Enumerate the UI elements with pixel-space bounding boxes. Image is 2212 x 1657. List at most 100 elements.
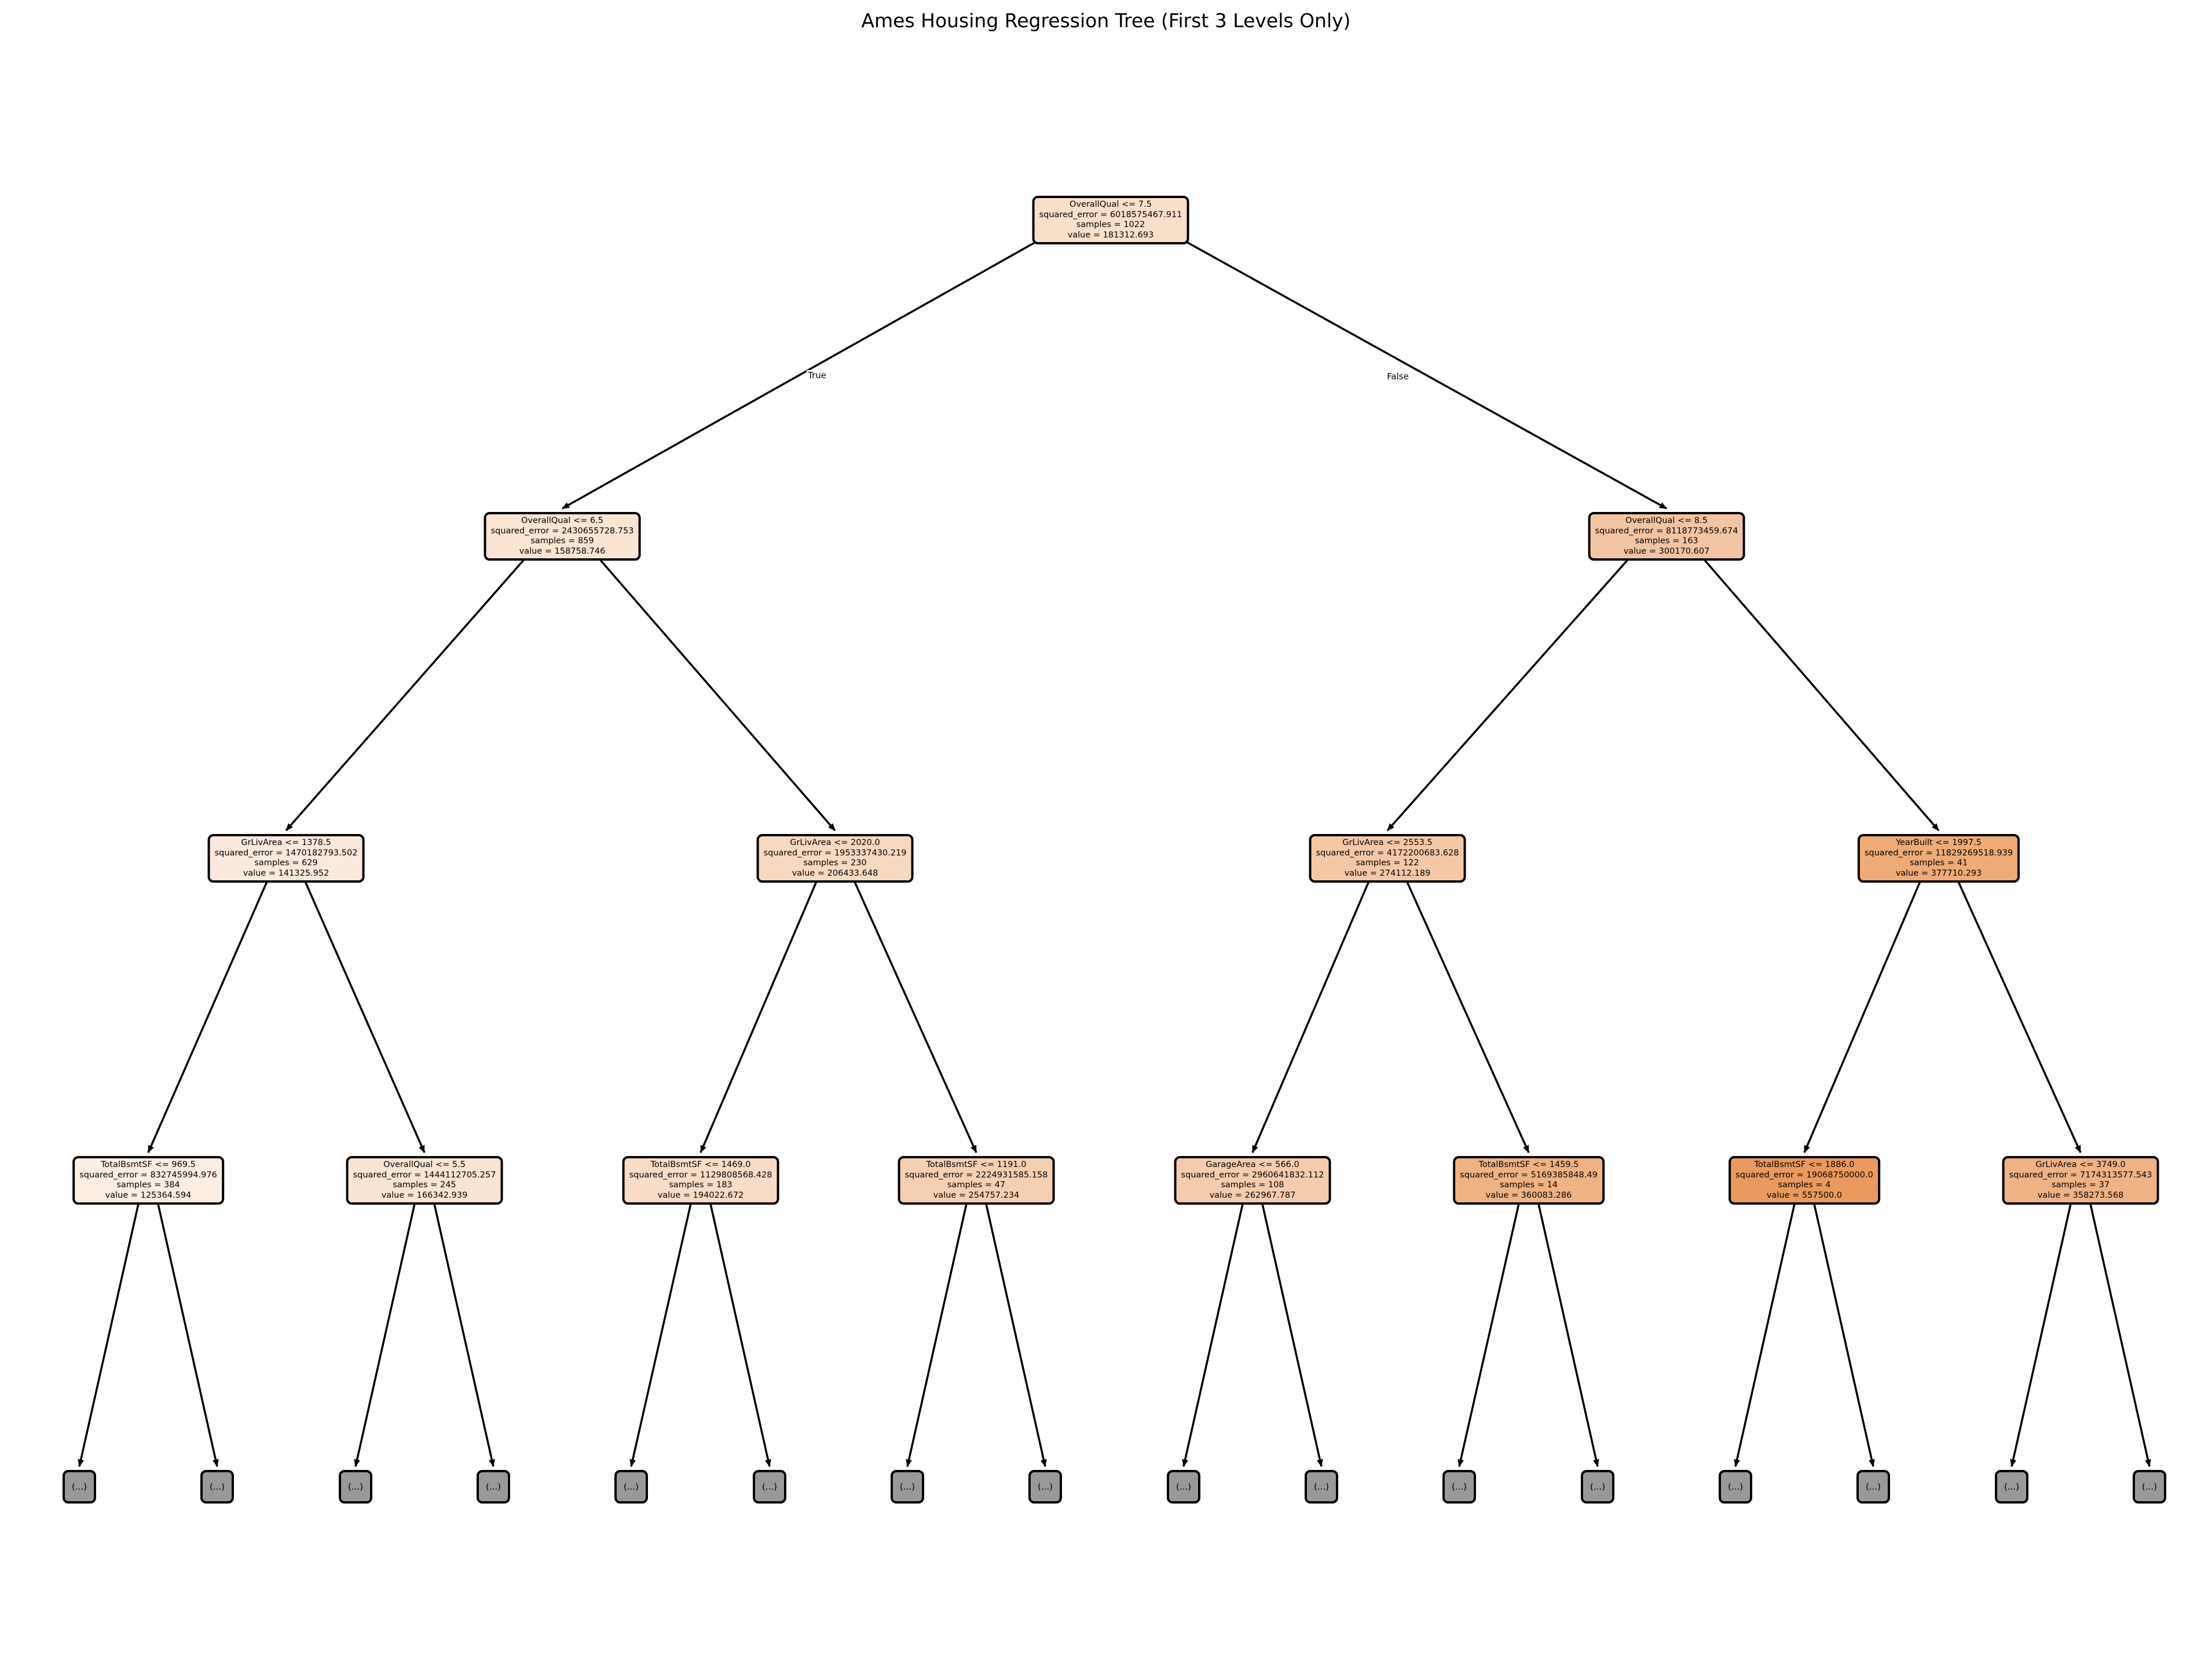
tree-node-line: GrLivArea <= 3749.0 — [2035, 1160, 2126, 1169]
truncated-leaf-label: (...) — [899, 1482, 915, 1492]
truncated-leaf-label: (...) — [761, 1482, 777, 1492]
tree-node-line: squared_error = 4172200683.628 — [1316, 848, 1459, 858]
edge-arrow — [285, 519, 560, 832]
truncated-leaf-node: (...) — [1442, 1470, 1476, 1504]
edge-arrow — [2010, 1164, 2081, 1467]
truncated-leaf-label: (...) — [485, 1482, 501, 1492]
edge-arrow — [148, 1164, 219, 1467]
tree-node-line: value = 274112.189 — [1344, 868, 1431, 878]
tree-node-line: squared_error = 1444112705.257 — [353, 1170, 496, 1180]
tree-node-line: OverallQual <= 7.5 — [1070, 200, 1152, 209]
tree-node-line: squared_error = 832745994.976 — [79, 1170, 217, 1180]
edge-arrow — [1251, 842, 1387, 1153]
edge-arrow — [1939, 842, 2082, 1153]
tree-node-line: TotalBsmtSF <= 1886.0 — [1754, 1160, 1855, 1169]
tree-node-line: samples = 47 — [947, 1180, 1006, 1190]
truncated-leaf-node: (...) — [200, 1470, 234, 1504]
tree-node-line: OverallQual <= 6.5 — [521, 516, 603, 525]
tree-node-line: samples = 629 — [254, 858, 318, 868]
tree-node-line: samples = 859 — [530, 536, 594, 546]
truncated-leaf-label: (...) — [1313, 1482, 1329, 1492]
truncated-leaf-label: (...) — [623, 1482, 639, 1492]
tree-node-line: samples = 163 — [1635, 536, 1698, 546]
tree-node-line: OverallQual <= 5.5 — [383, 1160, 466, 1169]
page-title: Ames Housing Regression Tree (First 3 Le… — [861, 9, 1351, 32]
truncated-leaf-node: (...) — [339, 1470, 372, 1504]
tree-node-line: squared_error = 2224931585.158 — [904, 1170, 1048, 1180]
truncated-leaf-node: (...) — [753, 1470, 786, 1504]
edge-label-false: False — [1386, 371, 1410, 382]
tree-node-line: samples = 1022 — [1076, 220, 1145, 229]
truncated-leaf-label: (...) — [1451, 1482, 1467, 1492]
tree-node-line: TotalBsmtSF <= 1459.5 — [1478, 1160, 1579, 1169]
tree-node-line: value = 194022.672 — [657, 1190, 744, 1200]
edge-arrow — [1457, 1164, 1529, 1467]
edge-arrow — [147, 842, 285, 1153]
tree-node-line: GrLivArea <= 2553.5 — [1342, 838, 1433, 847]
tree-node-line: value = 125364.594 — [105, 1190, 192, 1200]
edge-arrow — [700, 842, 834, 1153]
tree-node-line: OverallQual <= 8.5 — [1625, 516, 1708, 525]
tree-node-line: squared_error = 1129808568.428 — [629, 1170, 772, 1180]
edge-arrow — [1252, 1164, 1323, 1467]
tree-node-line: value = 158758.746 — [519, 546, 606, 556]
tree-node-line: TotalBsmtSF <= 969.5 — [101, 1160, 196, 1169]
edge-label-true: True — [807, 370, 827, 381]
tree-node-line: squared_error = 6018575467.911 — [1039, 210, 1182, 220]
edge-arrow — [78, 1164, 149, 1467]
edge-arrow — [1804, 1164, 1875, 1467]
tree-node-line: value = 377710.293 — [1895, 868, 1982, 878]
edge-arrow — [1669, 519, 1940, 832]
truncated-leaf-label: (...) — [71, 1482, 87, 1492]
truncated-leaf-label: (...) — [1865, 1482, 1881, 1492]
edge-arrow — [565, 519, 836, 832]
truncated-leaf-label: (...) — [1590, 1482, 1605, 1492]
tree-node-line: TotalBsmtSF <= 1469.0 — [650, 1160, 751, 1169]
edge-arrow — [1528, 1164, 1599, 1467]
edge-arrow — [906, 1164, 977, 1467]
edge-arrow — [1734, 1164, 1805, 1467]
edge-arrow — [1803, 842, 1938, 1153]
truncated-leaf-node: (...) — [63, 1470, 96, 1504]
edge-arrow — [976, 1164, 1047, 1467]
edge-arrow — [1386, 519, 1664, 832]
truncated-leaf-label: (...) — [2141, 1482, 2157, 1492]
tree-node-line: samples = 14 — [1499, 1180, 1558, 1190]
truncated-leaf-node: (...) — [1856, 1470, 1890, 1504]
tree-node-line: GarageArea <= 566.0 — [1206, 1160, 1299, 1169]
edge-arrow — [424, 1164, 495, 1467]
tree-node-line: samples = 230 — [803, 858, 867, 868]
edge-arrow — [562, 203, 1104, 510]
tree-node-line: squared_error = 1470182793.502 — [214, 848, 358, 858]
edge-arrow — [354, 1164, 425, 1467]
tree-node-line: value = 300170.607 — [1623, 546, 1710, 556]
tree-node-line: squared_error = 19068750000.0 — [1735, 1170, 1873, 1180]
tree-node-line: samples = 37 — [2051, 1180, 2110, 1190]
tree-node-line: value = 141325.952 — [243, 868, 329, 878]
tree-node-line: value = 181312.693 — [1067, 230, 1154, 240]
truncated-leaf-node: (...) — [1305, 1470, 1338, 1504]
tree-node-line: samples = 245 — [393, 1180, 456, 1190]
tree-node-line: squared_error = 2960641832.112 — [1181, 1170, 1324, 1180]
edge-arrow — [2080, 1164, 2151, 1467]
tree-node-line: squared_error = 11829269518.939 — [1864, 848, 2013, 858]
tree-node-line: squared_error = 8118773459.674 — [1595, 526, 1738, 536]
truncated-leaf-node: (...) — [1581, 1470, 1614, 1504]
edge-arrow — [1388, 842, 1530, 1153]
tree-node-line: GrLivArea <= 1378.5 — [241, 838, 331, 847]
edge-arrow — [836, 842, 977, 1153]
